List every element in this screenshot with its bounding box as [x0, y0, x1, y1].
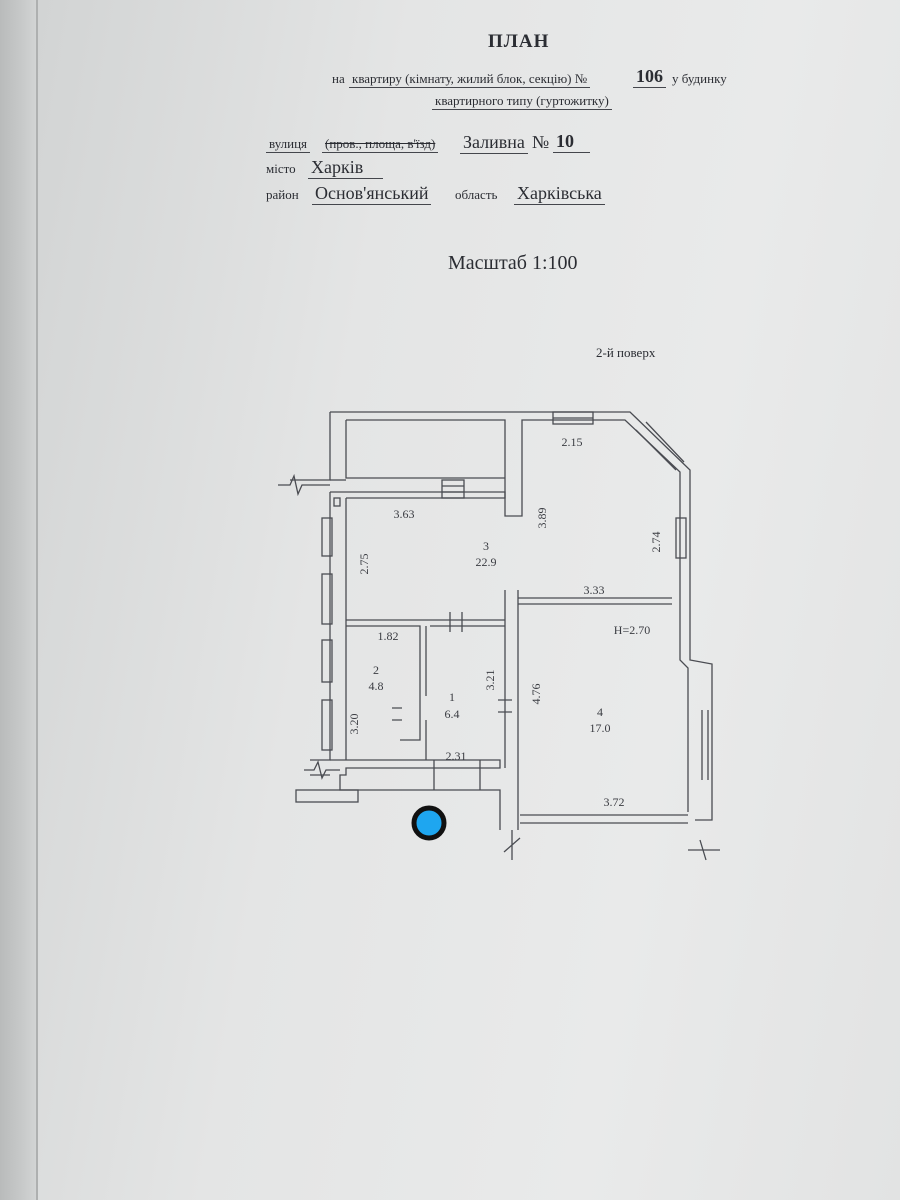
room4-area: 17.0 [590, 721, 611, 735]
line2-text: квартирного типу (гуртожитку) [432, 93, 612, 110]
dim-3-72: 3.72 [604, 795, 625, 809]
dim-3-33: 3.33 [584, 583, 605, 597]
break-mark-right [688, 839, 720, 861]
wall-bottom-right [520, 814, 688, 824]
line1-suffix: у будинку [672, 71, 727, 86]
page-edge [0, 0, 38, 1200]
region-label: область [455, 187, 498, 202]
room2-area: 4.8 [369, 679, 384, 693]
left-wall [310, 492, 347, 761]
room4-number: 4 [597, 705, 603, 719]
line1-text: квартиру (кімнату, жилий блок, секцію) № [349, 71, 591, 88]
page-spine [36, 0, 38, 1200]
city-value: Харків [308, 157, 384, 179]
wall-bottom [310, 759, 501, 830]
dim-3-89: 3.89 [535, 508, 549, 529]
number-label: № [532, 132, 550, 152]
dim-3-63: 3.63 [394, 507, 415, 521]
dim-2-75: 2.75 [357, 554, 371, 575]
room1-number: 1 [449, 690, 455, 704]
district-value: Основ'янський [312, 183, 432, 205]
break-mark-left [278, 473, 330, 497]
line1-prefix: на [332, 71, 345, 86]
balcony-block [290, 412, 505, 481]
wall-corridor [504, 590, 672, 830]
scale-label: Масштаб 1:100 [448, 252, 578, 274]
street-types: (пров., площа, в'їзд) [322, 136, 439, 153]
dim-2-15: 2.15 [562, 435, 583, 449]
house-number: 10 [553, 131, 590, 153]
region-value: Харківська [514, 183, 605, 205]
dim-1-82: 1.82 [378, 629, 399, 643]
room1-area: 6.4 [445, 707, 460, 721]
dim-2-74: 2.74 [649, 532, 663, 553]
apartment-number: 106 [633, 66, 666, 88]
plan-title: ПЛАН [488, 31, 550, 52]
room2-number: 2 [373, 663, 379, 677]
city-label: місто [266, 161, 296, 176]
wall-room2-top [346, 619, 505, 741]
outer-wall-top [330, 411, 713, 821]
ceiling-height: H=2.70 [614, 623, 650, 637]
dim-3-21: 3.21 [483, 670, 497, 691]
break-mark-bottomleft [304, 760, 340, 780]
floor-label: 2-й поверх [596, 345, 656, 360]
dim-4-76: 4.76 [529, 684, 543, 705]
district-label: район [266, 187, 299, 202]
left-windows [321, 497, 341, 751]
room3-area: 22.9 [476, 555, 497, 569]
dim-3-20: 3.20 [347, 714, 361, 735]
room3-number: 3 [483, 539, 489, 553]
dim-2-31: 2.31 [446, 749, 467, 763]
document-page [38, 0, 900, 1200]
street-label: вулиця [266, 136, 311, 153]
location-marker [411, 805, 447, 841]
street-value: Заливна [460, 132, 528, 154]
break-mark-bottom [503, 830, 521, 860]
outer-wall-top-inner [346, 419, 689, 812]
